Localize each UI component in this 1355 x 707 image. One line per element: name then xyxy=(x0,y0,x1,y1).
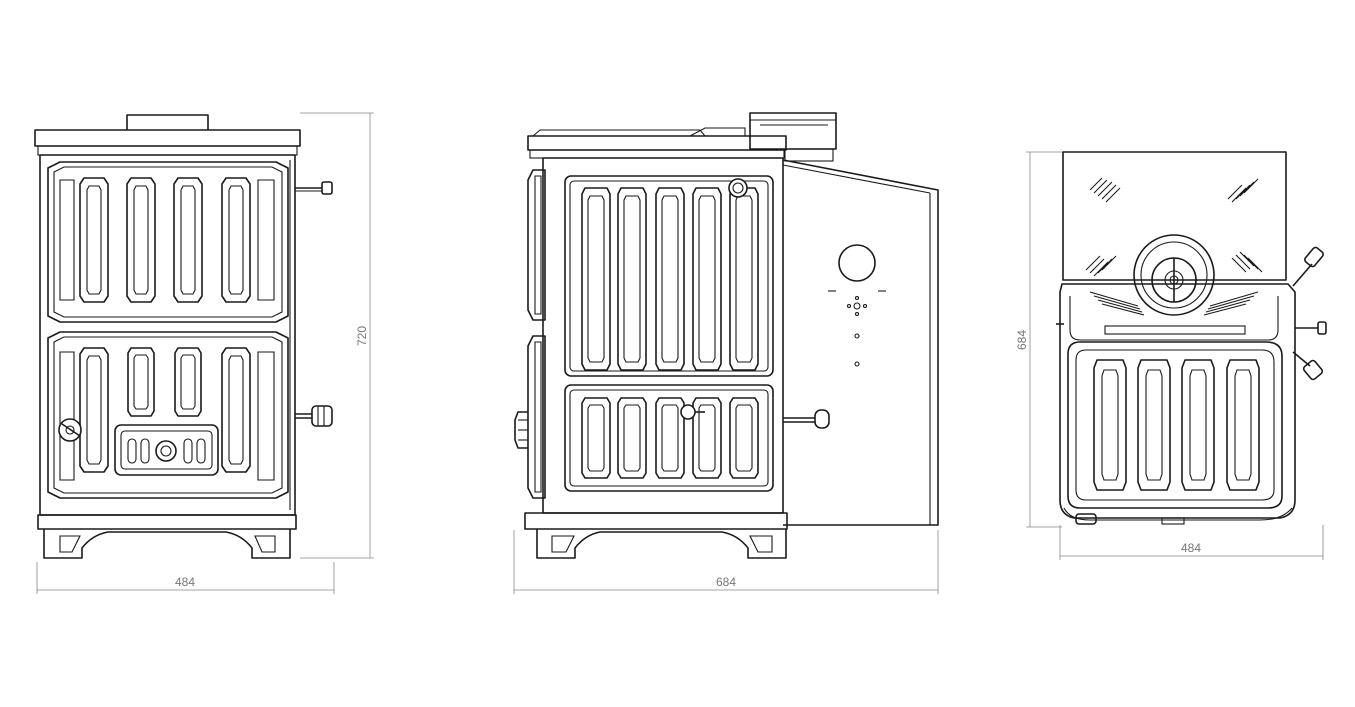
front-view xyxy=(34,114,333,559)
side-view xyxy=(514,112,939,559)
dimension-lines: 484 720 684 684 484 xyxy=(36,112,1324,594)
front-height-label: 720 xyxy=(355,326,369,346)
side-depth-label: 684 xyxy=(716,575,736,589)
top-width-label: 484 xyxy=(1181,541,1201,555)
top-depth-label: 684 xyxy=(1015,330,1029,350)
top-view xyxy=(1056,151,1327,525)
front-width-label: 484 xyxy=(175,575,195,589)
